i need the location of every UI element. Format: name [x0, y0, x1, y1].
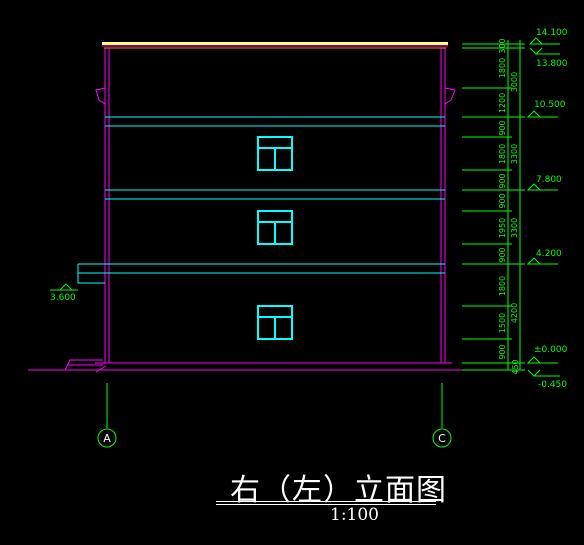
elev-outdoor: -0.450 [538, 380, 567, 390]
entrance-steps [64, 359, 103, 371]
canopy [77, 263, 105, 284]
dim-total-1: 3300 [510, 144, 519, 164]
title-underline-1 [216, 501, 436, 502]
building-outline [104, 47, 446, 364]
dim-seg-2: 1200 [498, 93, 507, 113]
dim-seg-11: 900 [498, 344, 507, 359]
elev-roof: 14.100 [536, 28, 568, 38]
window-floor-3 [257, 136, 293, 171]
dim-total-0: 3000 [510, 72, 519, 92]
elev-parapet: 13.800 [536, 59, 568, 69]
drawing-title: 右（左）立面图 [230, 473, 447, 508]
dim-seg-8: 900 [498, 247, 507, 262]
elev-floor2: 4.200 [536, 249, 562, 259]
dim-seg-10: 1500 [498, 313, 507, 333]
elev-floor4: 10.500 [534, 100, 566, 110]
dim-seg-5: 900 [498, 173, 507, 188]
axis-bubble-a [97, 428, 117, 448]
elev-ground: ±0.000 [534, 345, 568, 355]
dim-seg-7: 1950 [498, 218, 507, 238]
axis-label-c: C [438, 432, 446, 445]
eave-bracket-left [95, 87, 106, 105]
roof-cap [102, 42, 448, 45]
dim-seg-4: 1800 [498, 144, 507, 164]
dim-seg-9: 1800 [498, 276, 507, 296]
elev-floor3: 7.800 [536, 175, 562, 185]
dim-seg-3: 900 [498, 120, 507, 135]
drawing-scale: 1:100 [330, 505, 379, 525]
dim-total-2: 3300 [510, 218, 519, 238]
title-underline-2 [216, 504, 436, 505]
ground-hatch [95, 365, 107, 373]
window-floor-1 [257, 305, 293, 340]
window-floor-2 [257, 210, 293, 245]
dim-seg-1: 1800 [498, 58, 507, 78]
dim-seg-12: 450 [511, 359, 520, 374]
eave-bracket-right [444, 87, 456, 105]
elev-canopy: 3.600 [50, 293, 76, 303]
total-dimension-texts: 3000 3300 3300 4200 [510, 72, 519, 323]
dim-seg-6: 900 [498, 193, 507, 208]
dim-seg-0: 300 [498, 38, 507, 53]
axis-label-a: A [103, 432, 111, 445]
dimension-chain [462, 40, 525, 371]
segment-dimension-texts: 300 1800 1200 900 1800 900 900 1950 900 … [498, 38, 520, 374]
elevation-markers [50, 37, 560, 377]
drawing-title-block: 右（左）立面图 [0, 465, 584, 508]
dim-total-3: 4200 [510, 303, 519, 323]
axis-bubble-c [432, 428, 452, 448]
